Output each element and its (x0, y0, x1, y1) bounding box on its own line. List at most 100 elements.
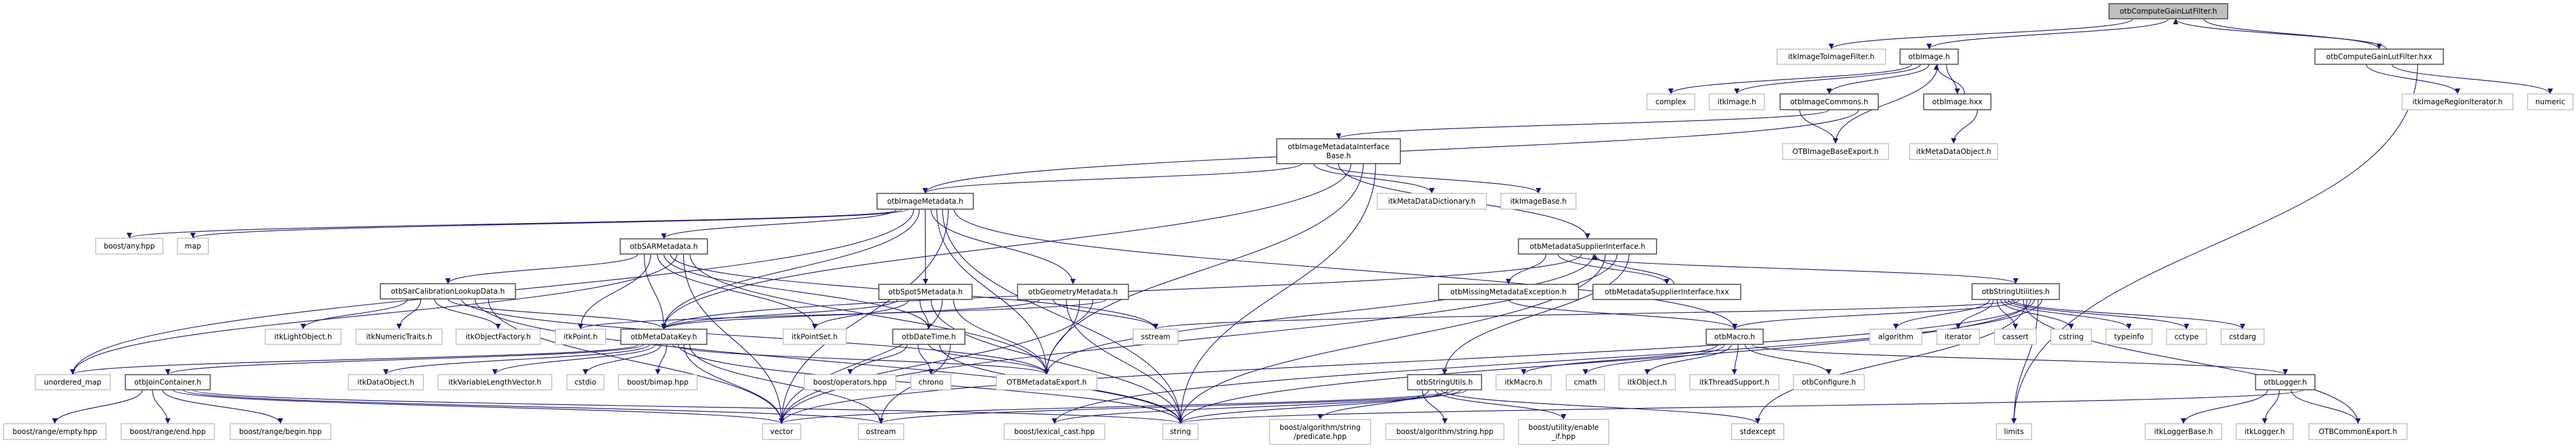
node-otbstringutilities-h[interactable]: otbStringUtilities.h (1972, 283, 2060, 300)
edge-otbgeometrymetadata-h-to-string (1065, 299, 1184, 424)
node-map[interactable]: map (177, 238, 209, 255)
node-otbsarcalibrationlookupdata-h[interactable]: otbSarCalibrationLookupData.h (380, 283, 516, 299)
node-itklightobject-h[interactable]: itkLightObject.h (265, 329, 342, 345)
node-otbmetadatasupplierinterface-hxx[interactable]: otbMetadataSupplierInterface.hxx (1592, 284, 1741, 300)
node-itkdataobject-h[interactable]: itkDataObject.h (348, 374, 424, 390)
node-itkimagetoimagefilter-h[interactable]: itkImageToImageFilter.h (1776, 48, 1886, 65)
node-itkimageregioniterator-h[interactable]: itkImageRegionIterator.h (2402, 93, 2514, 110)
node-otbmetadatakey-h[interactable]: otbMetaDataKey.h (620, 329, 707, 345)
node-numeric[interactable]: numeric (2527, 93, 2574, 110)
node-boost-any-hpp[interactable]: boost/any.hpp (95, 238, 164, 255)
node-box (1706, 329, 1764, 345)
node-otbspot5metadata-h[interactable]: otbSpot5Metadata.h (878, 284, 973, 300)
node-complex[interactable]: complex (1646, 93, 1695, 110)
node-label: string (1170, 427, 1191, 436)
node-box (1972, 283, 2060, 300)
node-itkloggerbase-h[interactable]: itkLoggerBase.h (2145, 423, 2222, 440)
node-boost-range-empty-hpp[interactable]: boost/range/empty.hpp (3, 423, 107, 440)
node-label: itkMetaDataObject.h (1916, 147, 1992, 156)
edge-otbsarcalibrationlookupdata-h-to-itkobjectfactory-h (434, 298, 501, 330)
node-boost-bimap-hpp[interactable]: boost/bimap.hpp (618, 374, 698, 390)
node-cmath[interactable]: cmath (1566, 374, 1605, 390)
node-boost-lexical-cast-hpp[interactable]: boost/lexical_cast.hpp (1004, 423, 1105, 440)
edge-otbimagemetadatainterfacebase-h-to-otbmetadatakey-h (661, 163, 1351, 330)
node-otbcommonexport-h[interactable]: OTBCommonExport.h (2308, 423, 2408, 440)
edge-otbsarcalibrationlookupdata-h-to-itklightobject-h (300, 298, 408, 330)
node-otbcomputegainlutfilter-hxx[interactable]: otbComputeGainLutFilter.hxx (2314, 48, 2444, 65)
node-otbimagecommons-h[interactable]: otbImageCommons.h (1780, 93, 1879, 110)
node-itkimagebase-h[interactable]: itkImageBase.h (1500, 193, 1577, 210)
node-typeinfo[interactable]: typeinfo (2105, 329, 2153, 345)
node-algorithm[interactable]: algorithm (1869, 329, 1922, 345)
node-itkobjectfactory-h[interactable]: itkObjectFactory.h (455, 329, 541, 345)
node-otbmetadataexport-h[interactable]: OTBMetadataExport.h (996, 374, 1098, 390)
node-boost-utility-enable-if-hpp[interactable]: boost/utility/enable_if.hpp (1518, 419, 1609, 445)
node-otbsarmetadata-h[interactable]: otbSARMetadata.h (620, 238, 708, 255)
node-boost-operators-hpp[interactable]: boost/operators.hpp (804, 374, 896, 390)
node-boost-range-begin-hpp[interactable]: boost/range/begin.hpp (230, 423, 331, 440)
node-otbmetadatasupplierinterface-h[interactable]: otbMetadataSupplierInterface.h (1518, 238, 1657, 255)
node-otbgeometrymetadata-h[interactable]: otbGeometryMetadata.h (1017, 284, 1129, 300)
node-otbmacro-h[interactable]: otbMacro.h (1706, 329, 1764, 345)
node-itklogger-h[interactable]: itkLogger.h (2236, 423, 2294, 440)
node-unordered-map[interactable]: unordered_map (35, 374, 111, 390)
node-cstdarg[interactable]: cstdarg (2220, 329, 2265, 345)
node-vector[interactable]: vector (762, 423, 801, 440)
node-itkpoint-h[interactable]: itkPoint.h (555, 329, 606, 345)
edge-otbimagemetadatainterfacebase-h-to-itkmetadatadictionary-h (1313, 163, 1435, 194)
node-box (876, 193, 974, 210)
node-string[interactable]: string (1162, 423, 1199, 440)
node-boost-range-end-hpp[interactable]: boost/range/end.hpp (121, 423, 215, 440)
node-box (230, 423, 331, 440)
edge-otbimagemetadatainterfacebase-h-to-itkimagebase-h (1326, 163, 1541, 194)
node-chrono[interactable]: chrono (910, 374, 952, 390)
node-otbjoincontainer-h[interactable]: otbJoinContainer.h (125, 374, 211, 390)
node-itkimage-h[interactable]: itkImage.h (1709, 93, 1765, 110)
node-otbcomputegainlutfilter-h[interactable]: otbComputeGainLutFilter.h (2108, 3, 2228, 19)
node-otbmissingmetadataexception-h[interactable]: otbMissingMetadataException.h (1438, 284, 1579, 300)
node-sstream[interactable]: sstream (1133, 329, 1179, 345)
node-itkmacro-h[interactable]: itkMacro.h (1495, 374, 1552, 390)
node-itkmetadataobject-h[interactable]: itkMetaDataObject.h (1909, 143, 1998, 160)
node-label: OTBMetadataExport.h (1007, 378, 1087, 387)
node-box (2236, 423, 2294, 440)
node-cassert[interactable]: cassert (1994, 329, 2037, 345)
node-label: itkObjectFactory.h (466, 333, 531, 341)
node-boost-algorithm-string-hpp[interactable]: boost/algorithm/string.hpp (1385, 423, 1505, 440)
node-cstring[interactable]: cstring (2050, 329, 2092, 345)
edge-otbsarmetadata-h-to-unordered-map (70, 253, 678, 375)
node-box (620, 329, 707, 345)
node-itkmetadatadictionary-h[interactable]: itkMetaDataDictionary.h (1377, 193, 1487, 210)
node-otbstringutils-h[interactable]: otbStringUtils.h (1407, 374, 1482, 390)
node-otbimage-hxx[interactable]: otbImage.hxx (1923, 93, 1992, 110)
node-box (1994, 329, 2037, 345)
node-otbdatetime-h[interactable]: otbDateTime.h (892, 329, 965, 345)
node-itkpointset-h[interactable]: itkPointSet.h (783, 329, 847, 345)
node-limits[interactable]: limits (1996, 423, 2032, 440)
edge-otbmetadatakey-h-to-boost-bimap-hpp (655, 344, 667, 375)
node-itkobject-h[interactable]: itkObject.h (1618, 374, 1676, 390)
node-itkthreadsupport-h[interactable]: itkThreadSupport.h (1689, 374, 1780, 390)
node-box (2108, 3, 2228, 19)
node-itknumerictraits-h[interactable]: itkNumericTraits.h (356, 329, 443, 345)
node-otbimagebaseexport-h[interactable]: OTBImageBaseExport.h (1782, 143, 1889, 160)
node-ostream[interactable]: ostream (858, 423, 904, 440)
node-cctype[interactable]: cctype (2166, 329, 2207, 345)
node-label: Base.h (1326, 152, 1351, 160)
node-box (1276, 138, 1401, 164)
node-box (1923, 93, 1992, 110)
node-iterator[interactable]: iterator (1936, 329, 1980, 345)
node-boost-algorithm-string-predicate-hpp[interactable]: boost/algorithm/string/predicate.hpp (1269, 419, 1371, 445)
node-label: itkImageToImageFilter.h (1788, 53, 1875, 61)
edge-otbsarmetadata-h-to-otbdatetime-h (663, 253, 932, 330)
node-otblogger-h[interactable]: otbLogger.h (2255, 374, 2316, 390)
node-cstdio[interactable]: cstdio (566, 374, 604, 390)
node-stdexcept[interactable]: stdexcept (1731, 423, 1784, 440)
node-itkvariablelengthvector-h[interactable]: itkVariableLengthVector.h (437, 374, 552, 390)
node-otbconfigure-h[interactable]: otbConfigure.h (1793, 374, 1865, 390)
node-otbimagemetadata-h[interactable]: otbImageMetadata.h (876, 193, 974, 210)
node-otbimage-h[interactable]: otbImage.h (1899, 48, 1959, 65)
edge-otbstringutilities-h-to-cctype (2008, 299, 2190, 330)
edge-otbmacro-h-to-itkthreadsupport-h (1732, 344, 1739, 375)
